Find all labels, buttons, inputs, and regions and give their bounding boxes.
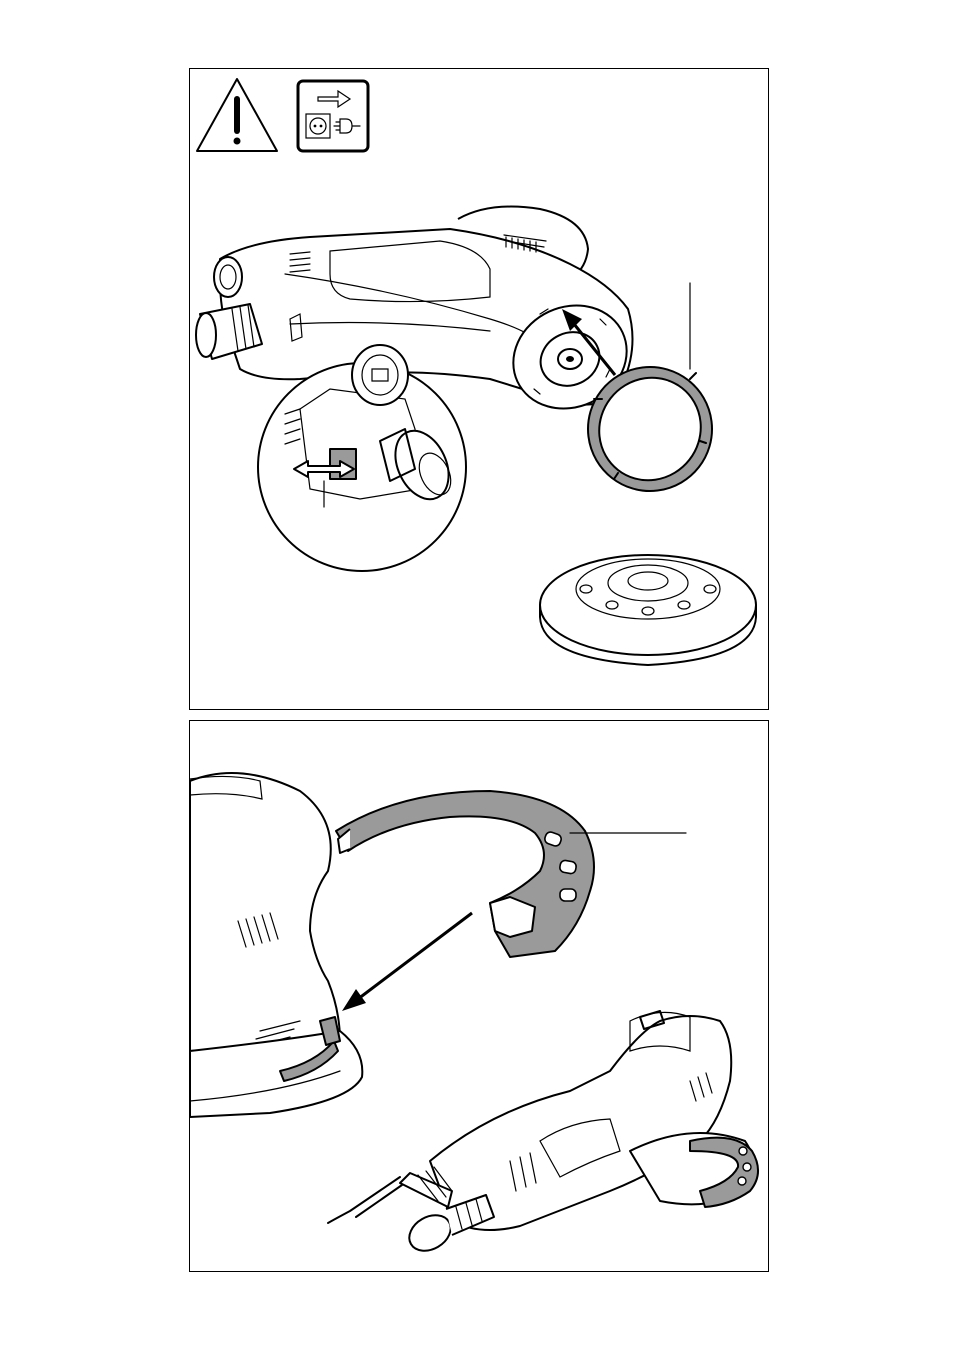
- sander-assembled: [328, 1011, 758, 1258]
- unplug-icon: [298, 81, 368, 151]
- figure-bottom-drawing: [190, 721, 768, 1271]
- protective-ring-part: [336, 791, 594, 957]
- arrow-icon: [342, 913, 472, 1011]
- figure-top-drawing: [190, 69, 768, 709]
- figure-panel-bottom: [189, 720, 769, 1272]
- sanding-pad-part: [540, 555, 756, 665]
- sander-closeup: [190, 773, 362, 1117]
- figure-panel-top: [189, 68, 769, 710]
- warning-triangle-icon: [197, 79, 277, 151]
